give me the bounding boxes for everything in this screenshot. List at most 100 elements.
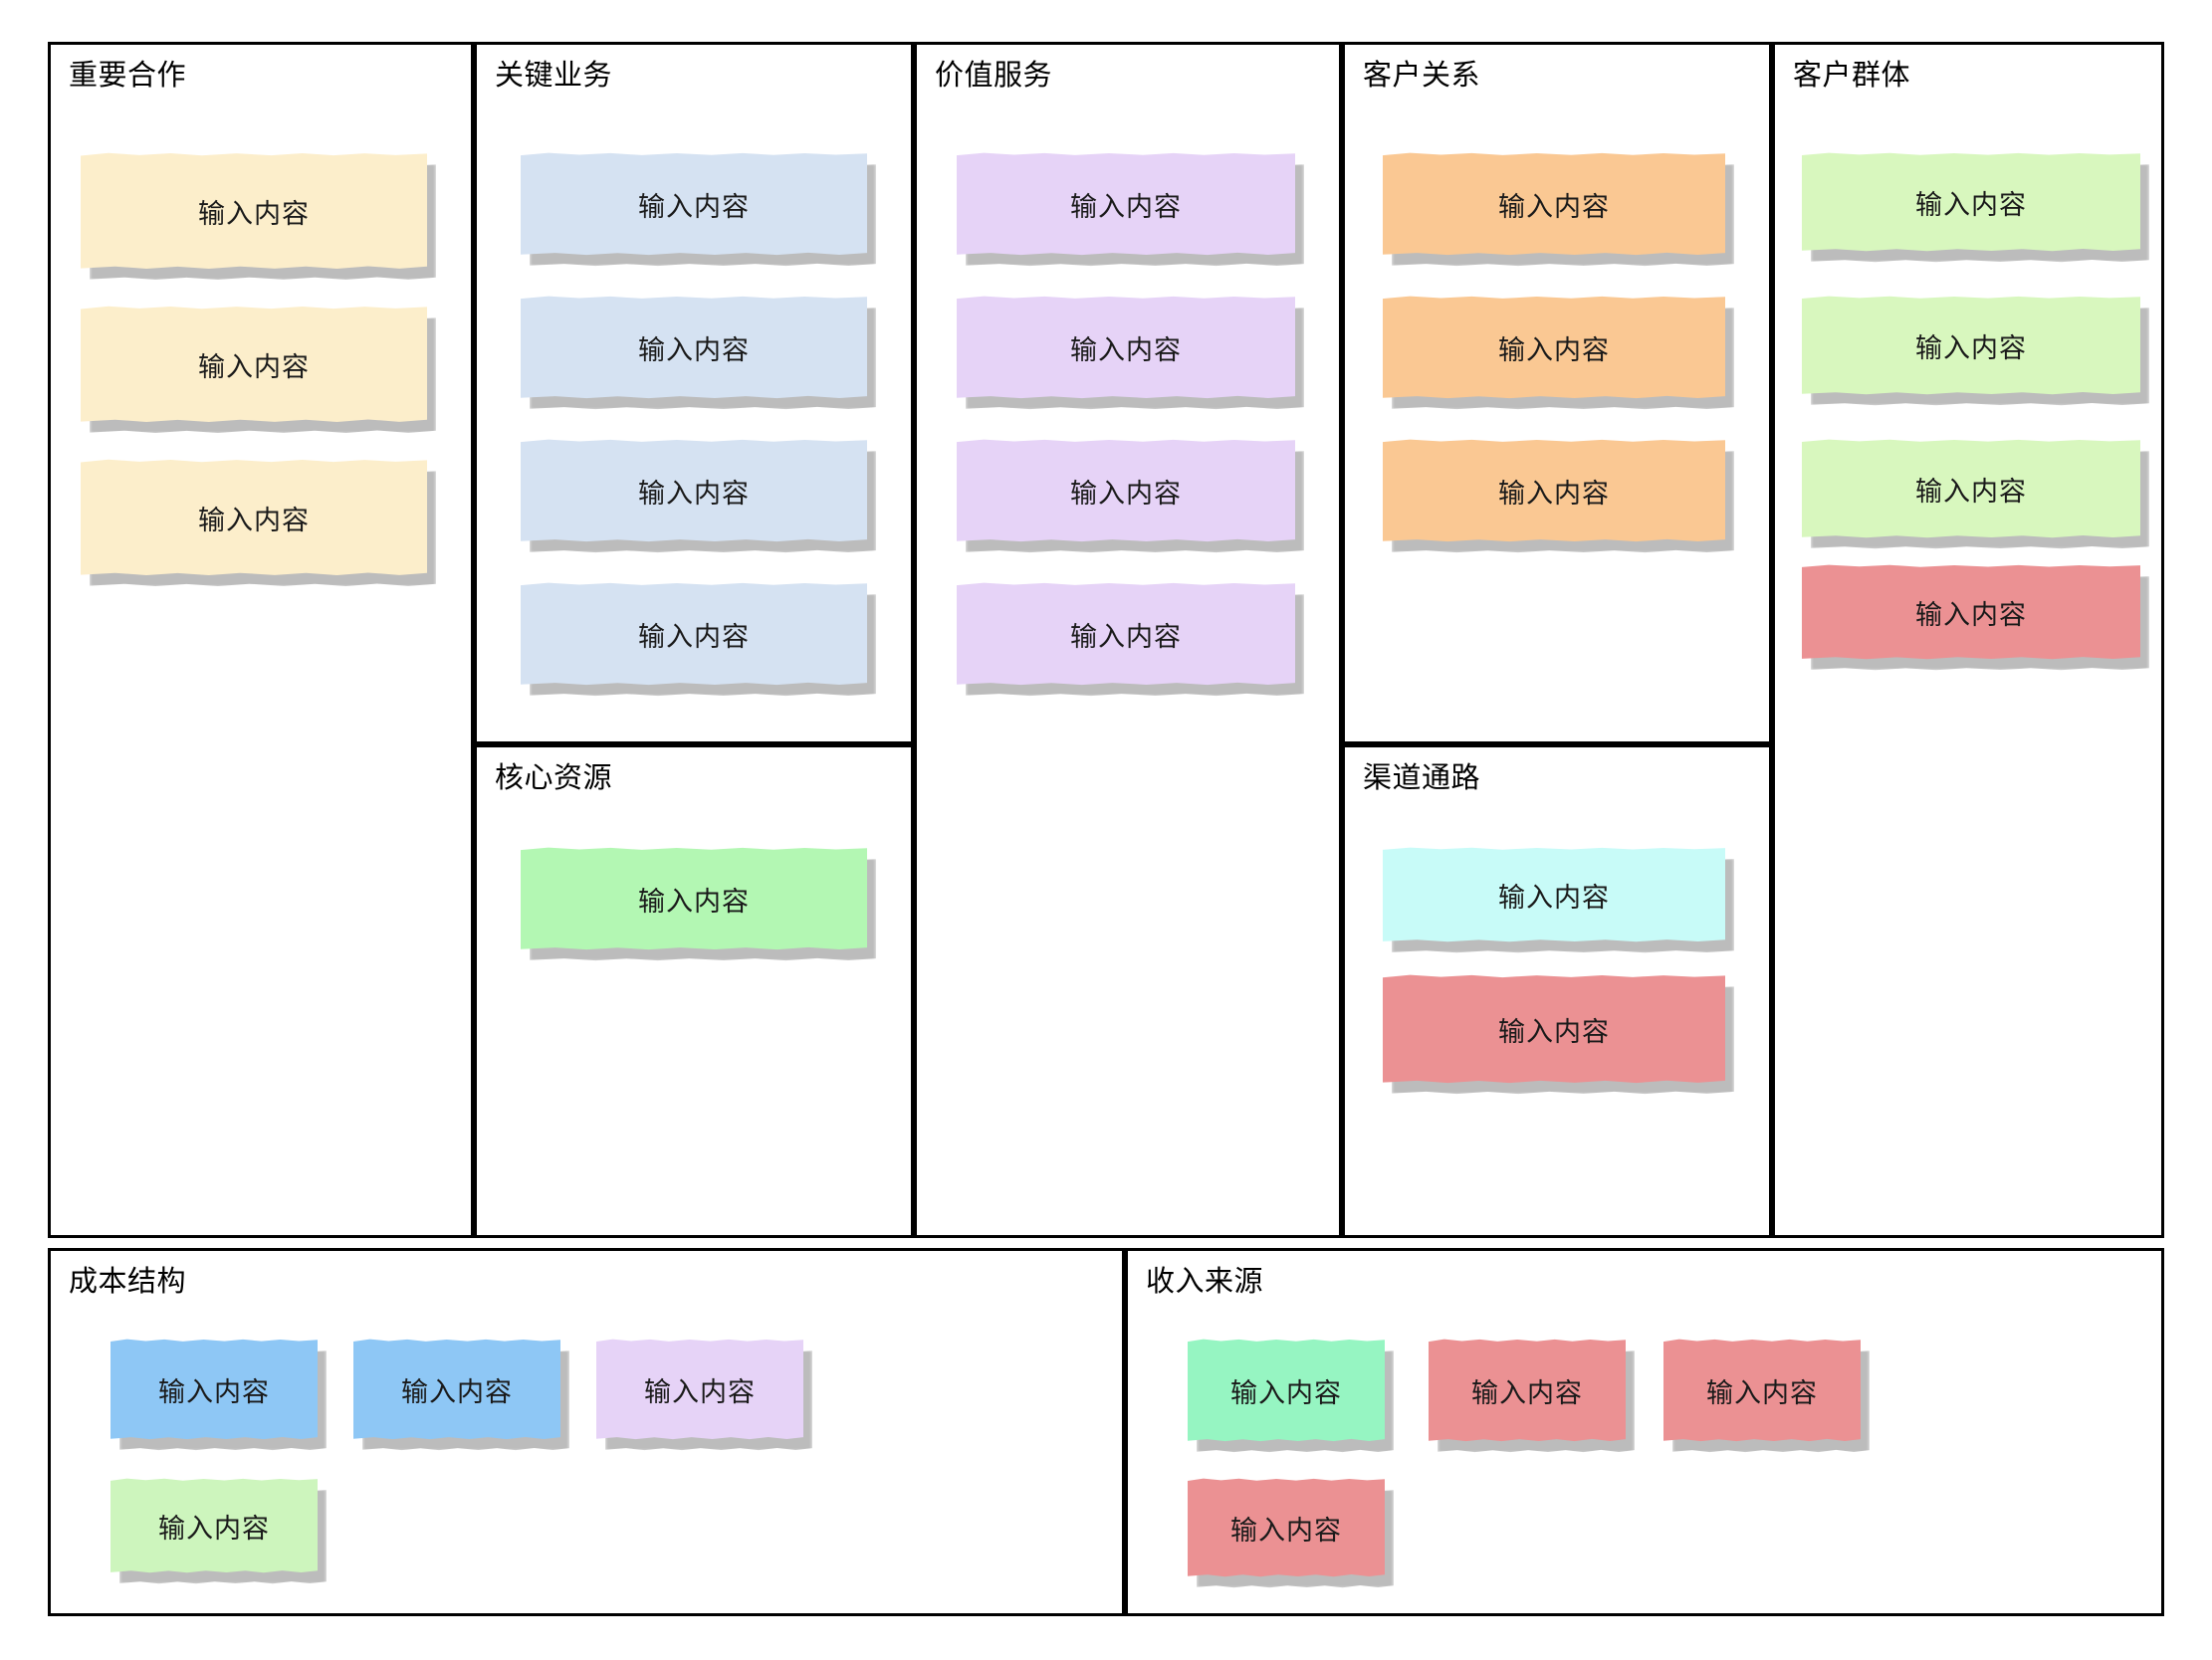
note-stack-key-activities: 输入内容 输入内容 输入内容 输入内容 <box>521 152 867 686</box>
sticky-note[interactable]: 输入内容 <box>957 582 1295 686</box>
section-title-key-resources: 核心资源 <box>495 762 613 794</box>
note-wrap: 输入内容 <box>1429 1339 1626 1442</box>
sticky-note[interactable]: 输入内容 <box>1663 1339 1861 1442</box>
sticky-note-label: 输入内容 <box>638 886 750 917</box>
note-wrap: 输入内容 <box>111 1478 318 1573</box>
sticky-note-label: 输入内容 <box>1498 882 1610 913</box>
sticky-note[interactable]: 输入内容 <box>1429 1339 1626 1442</box>
section-customer-relationships[interactable]: 客户关系 输入内容 输入内容 输入内容 <box>1342 42 1772 744</box>
sticky-note[interactable]: 输入内容 <box>596 1339 803 1440</box>
sticky-note[interactable]: 输入内容 <box>1383 974 1725 1084</box>
sticky-note[interactable]: 输入内容 <box>957 439 1295 542</box>
sticky-note[interactable]: 输入内容 <box>521 582 867 686</box>
sticky-note-label: 输入内容 <box>1706 1377 1818 1408</box>
sticky-note[interactable]: 输入内容 <box>111 1478 318 1573</box>
sticky-note-label: 输入内容 <box>638 334 750 365</box>
sticky-note[interactable]: 输入内容 <box>1383 847 1725 942</box>
note-wrap: 输入内容 <box>1802 564 2140 660</box>
note-wrap: 输入内容 <box>957 582 1295 686</box>
note-wrap: 输入内容 <box>1383 439 1725 542</box>
sticky-note-label: 输入内容 <box>1498 334 1610 365</box>
sticky-note[interactable]: 输入内容 <box>521 439 867 542</box>
sticky-note[interactable]: 输入内容 <box>1383 296 1725 399</box>
note-row-cost-structure: 输入内容 输入内容 输入内容 <box>111 1339 1106 1440</box>
note-wrap: 输入内容 <box>1383 974 1725 1084</box>
sticky-note[interactable]: 输入内容 <box>957 152 1295 256</box>
section-title-key-partners: 重要合作 <box>69 60 187 92</box>
section-title-revenue-streams: 收入来源 <box>1146 1266 1264 1298</box>
note-wrap: 输入内容 <box>521 296 867 399</box>
note-stack-customer-relationships: 输入内容 输入内容 输入内容 <box>1383 152 1725 542</box>
section-revenue-streams[interactable]: 收入来源 输入内容 输入内容 输入内容 输入内容 <box>1125 1248 2164 1616</box>
sticky-note-label: 输入内容 <box>158 1376 270 1407</box>
note-row-revenue-streams-second: 输入内容 <box>1188 1478 2163 1577</box>
sticky-note-label: 输入内容 <box>401 1376 513 1407</box>
section-customer-segments[interactable]: 客户群体 输入内容 输入内容 输入内容 输入内容 <box>1772 42 2164 1238</box>
sticky-note-label: 输入内容 <box>638 478 750 509</box>
note-stack-key-partners: 输入内容 输入内容 输入内容 <box>81 152 427 576</box>
note-row-revenue-streams: 输入内容 输入内容 输入内容 <box>1188 1339 2163 1442</box>
note-stack-customer-segments: 输入内容 输入内容 输入内容 输入内容 <box>1802 152 2140 660</box>
sticky-note-label: 输入内容 <box>1070 334 1182 365</box>
section-channels[interactable]: 渠道通路 输入内容 输入内容 <box>1342 744 1772 1238</box>
section-title-value-propositions: 价值服务 <box>935 60 1053 92</box>
note-wrap: 输入内容 <box>596 1339 803 1440</box>
sticky-note-label: 输入内容 <box>1471 1377 1583 1408</box>
note-stack-value-propositions: 输入内容 输入内容 输入内容 输入内容 <box>957 152 1295 686</box>
section-title-channels: 渠道通路 <box>1363 762 1481 794</box>
note-wrap: 输入内容 <box>1802 152 2140 252</box>
note-wrap: 输入内容 <box>111 1339 318 1440</box>
sticky-note-label: 输入内容 <box>1070 478 1182 509</box>
sticky-note[interactable]: 输入内容 <box>81 152 427 270</box>
note-wrap: 输入内容 <box>81 306 427 423</box>
sticky-note[interactable]: 输入内容 <box>1802 152 2140 252</box>
sticky-note[interactable]: 输入内容 <box>957 296 1295 399</box>
sticky-note[interactable]: 输入内容 <box>111 1339 318 1440</box>
sticky-note[interactable]: 输入内容 <box>81 459 427 576</box>
sticky-note-label: 输入内容 <box>1498 191 1610 222</box>
section-title-customer-segments: 客户群体 <box>1793 60 1911 92</box>
sticky-note-label: 输入内容 <box>1498 1016 1610 1047</box>
note-wrap: 输入内容 <box>1383 847 1725 942</box>
section-key-resources[interactable]: 核心资源 输入内容 <box>474 744 914 1238</box>
note-stack-channels: 输入内容 输入内容 <box>1383 847 1725 1084</box>
note-row-cost-structure-second: 输入内容 <box>111 1478 1106 1573</box>
sticky-note[interactable]: 输入内容 <box>353 1339 560 1440</box>
section-key-partners[interactable]: 重要合作 输入内容 输入内容 输入内容 <box>48 42 474 1238</box>
sticky-note-label: 输入内容 <box>1498 478 1610 509</box>
sticky-note-label: 输入内容 <box>198 505 310 535</box>
sticky-note[interactable]: 输入内容 <box>521 296 867 399</box>
note-wrap: 输入内容 <box>81 459 427 576</box>
note-wrap: 输入内容 <box>1188 1478 1385 1577</box>
note-wrap: 输入内容 <box>521 582 867 686</box>
sticky-note[interactable]: 输入内容 <box>521 152 867 256</box>
note-stack-key-resources: 输入内容 <box>521 847 867 950</box>
sticky-note[interactable]: 输入内容 <box>1188 1339 1385 1442</box>
sticky-note-label: 输入内容 <box>638 621 750 652</box>
sticky-note[interactable]: 输入内容 <box>81 306 427 423</box>
sticky-note[interactable]: 输入内容 <box>1383 439 1725 542</box>
note-wrap: 输入内容 <box>1802 296 2140 395</box>
sticky-note-label: 输入内容 <box>198 351 310 382</box>
note-wrap: 输入内容 <box>521 847 867 950</box>
section-cost-structure[interactable]: 成本结构 输入内容 输入内容 输入内容 输入内容 <box>48 1248 1125 1616</box>
note-wrap: 输入内容 <box>957 152 1295 256</box>
sticky-note-label: 输入内容 <box>1915 332 2027 363</box>
sticky-note[interactable]: 输入内容 <box>1802 564 2140 660</box>
sticky-note-label: 输入内容 <box>1915 189 2027 220</box>
sticky-note[interactable]: 输入内容 <box>1802 296 2140 395</box>
section-key-activities[interactable]: 关键业务 输入内容 输入内容 输入内容 输入内容 <box>474 42 914 744</box>
sticky-note-label: 输入内容 <box>1230 1515 1342 1546</box>
note-wrap: 输入内容 <box>1188 1339 1385 1442</box>
sticky-note-label: 输入内容 <box>1230 1377 1342 1408</box>
sticky-note[interactable]: 输入内容 <box>1188 1478 1385 1577</box>
section-value-propositions[interactable]: 价值服务 输入内容 输入内容 输入内容 输入内容 <box>914 42 1342 1238</box>
note-wrap: 输入内容 <box>81 152 427 270</box>
sticky-note[interactable]: 输入内容 <box>1383 152 1725 256</box>
sticky-note[interactable]: 输入内容 <box>521 847 867 950</box>
sticky-note[interactable]: 输入内容 <box>1802 439 2140 538</box>
sticky-note-label: 输入内容 <box>1915 476 2027 507</box>
note-wrap: 输入内容 <box>1802 439 2140 538</box>
note-wrap: 输入内容 <box>1383 296 1725 399</box>
